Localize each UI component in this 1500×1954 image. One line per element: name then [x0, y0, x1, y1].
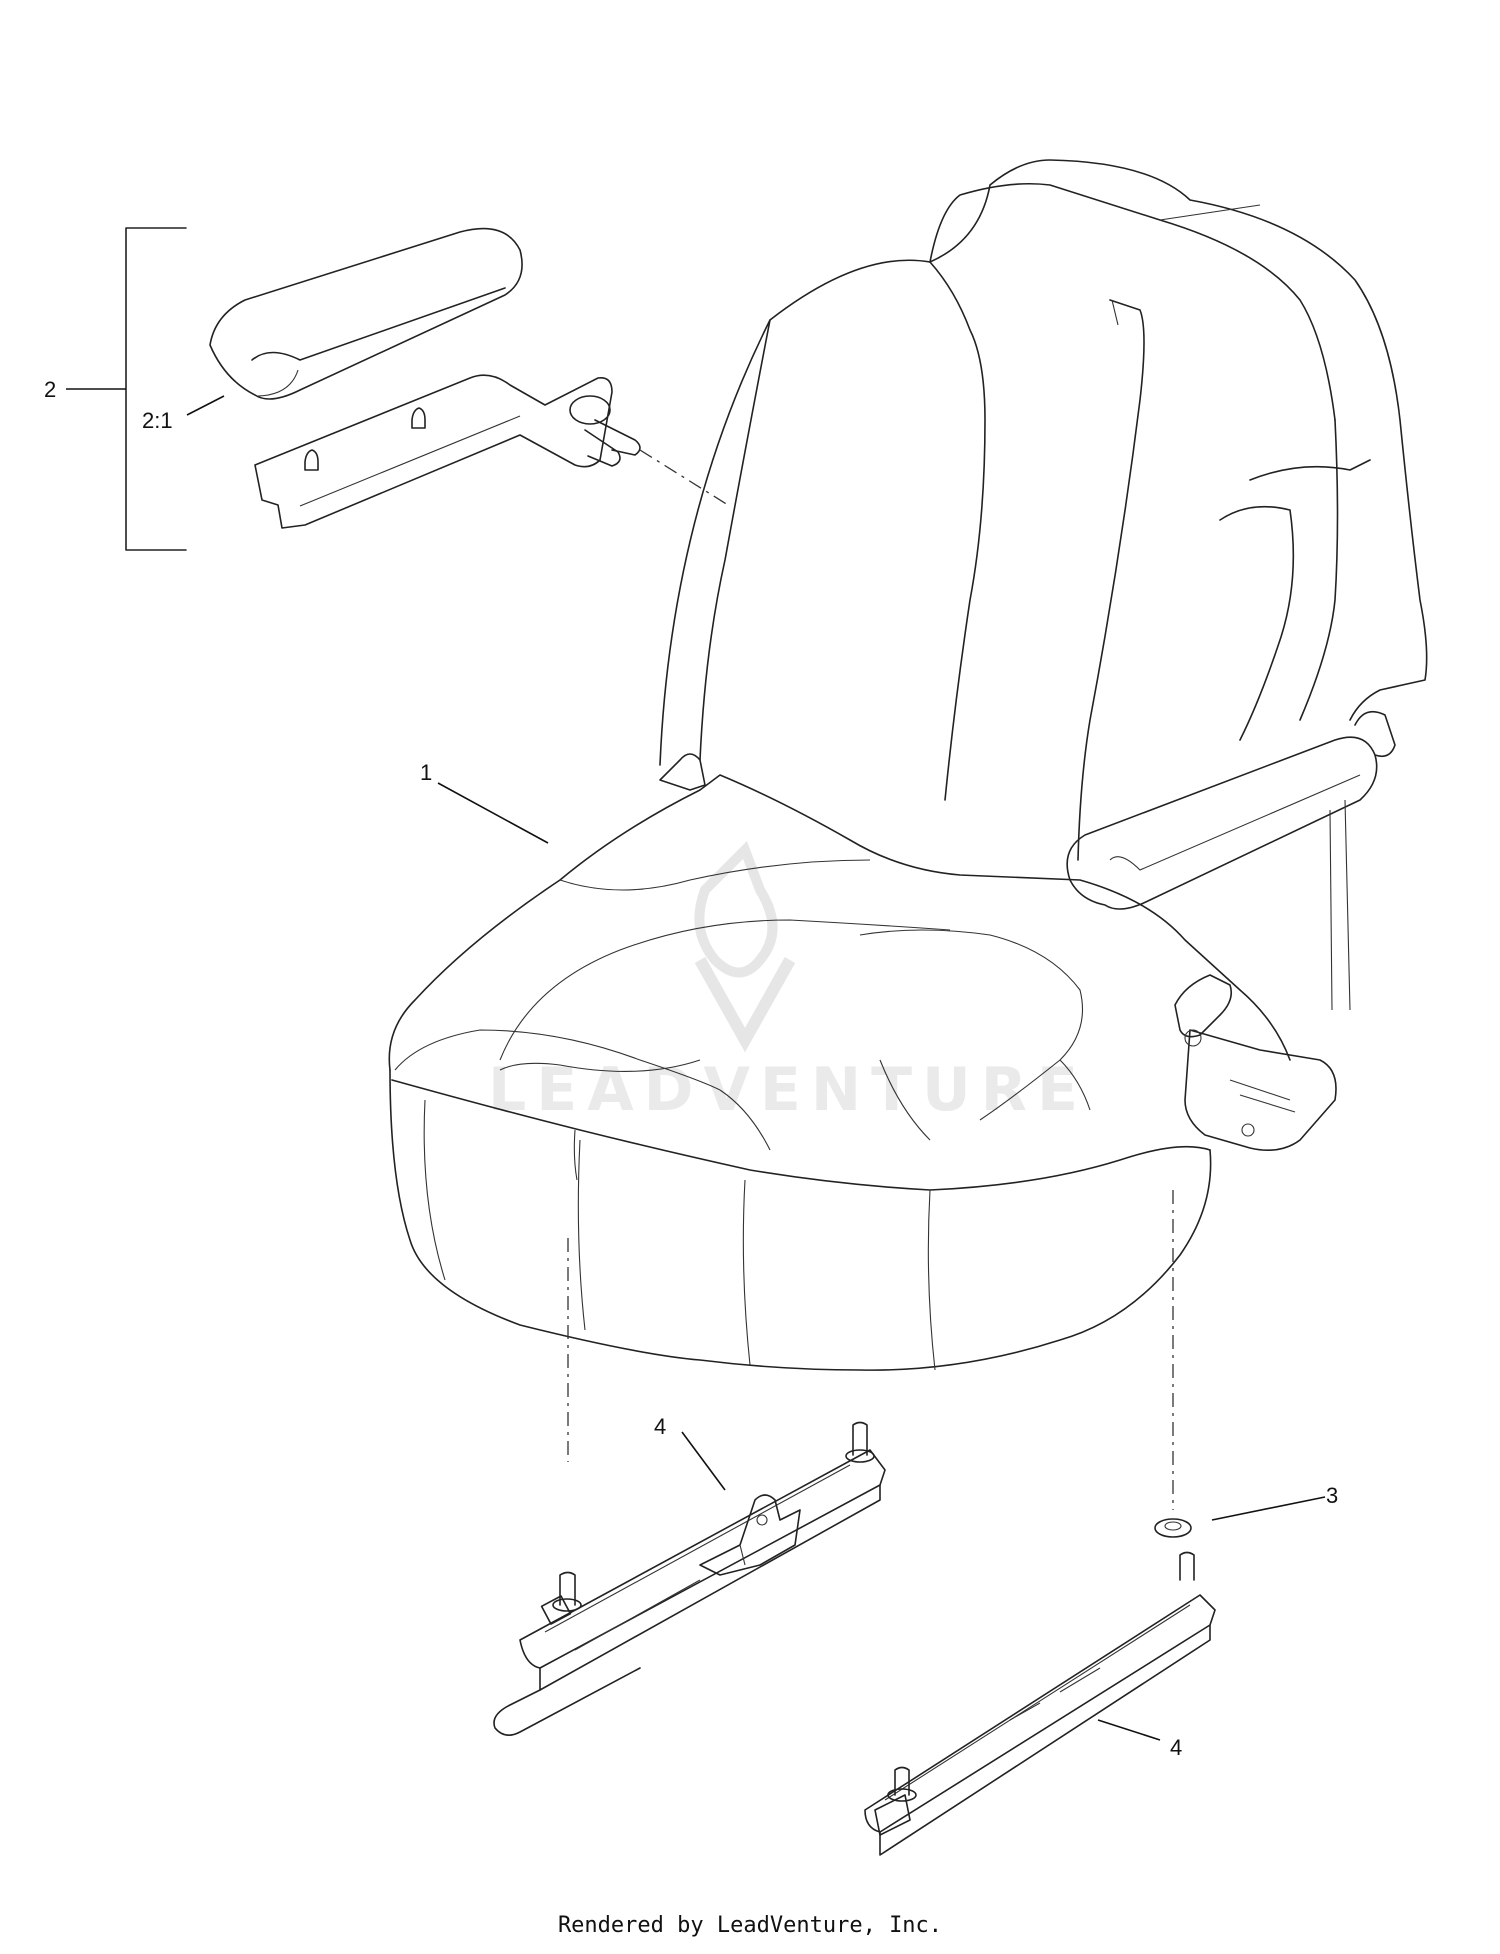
- watermark-text: LEADVENTURE: [488, 1055, 1088, 1125]
- watermark-logo: LEADVENTURE: [488, 840, 1088, 1125]
- armrest-pad-exploded: [209, 227, 523, 400]
- callout-4-right: 4: [1170, 1735, 1182, 1760]
- seat-track-right: [864, 1551, 1216, 1856]
- leader-seat: [437, 782, 549, 844]
- armrest-bracket-exploded: [254, 374, 641, 529]
- callout-1: 1: [420, 760, 432, 785]
- armrest-kit-bracket: [66, 227, 187, 551]
- callout-2-1: 2:1: [142, 408, 173, 433]
- leader-armrest-pad: [186, 395, 225, 416]
- callout-2: 2: [44, 377, 56, 402]
- leader-washer: [1211, 1496, 1326, 1521]
- leader-track-right: [1097, 1719, 1161, 1741]
- seat-track-left: [493, 1421, 886, 1736]
- leader-track-left: [681, 1431, 726, 1491]
- callout-3: 3: [1326, 1483, 1338, 1508]
- washer-part: [1154, 1518, 1192, 1538]
- seat-assembly: [388, 159, 1428, 1371]
- footer-credit: Rendered by LeadVenture, Inc.: [557, 1913, 943, 1938]
- armrest-assembly-line: [639, 449, 729, 506]
- callout-4-left: 4: [654, 1414, 666, 1439]
